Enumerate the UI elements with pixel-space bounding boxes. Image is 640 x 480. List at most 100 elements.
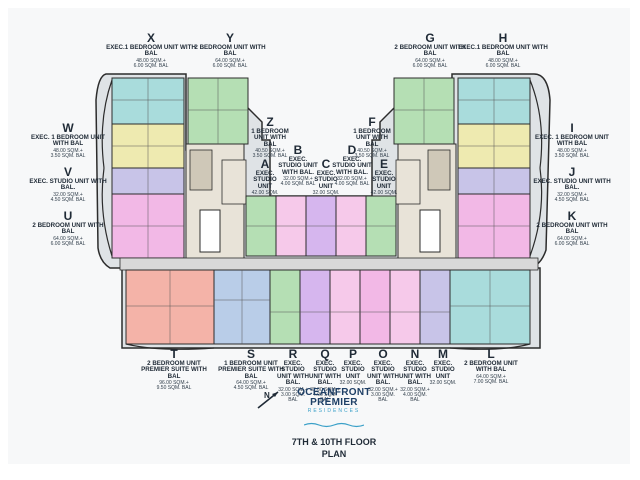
label-unit-n: N EXEC. STUDIO UNIT WITH BAL. 32.00 SQM.…	[398, 348, 432, 403]
unit-balcony: 4.50 SQM. BAL	[50, 196, 86, 203]
unit-balcony: 3.50 SQM. BAL	[554, 152, 590, 159]
stair-left	[189, 149, 213, 191]
unit-size: 64.00 SQM.+	[415, 57, 445, 64]
unit-name: EXEC. STUDIO UNIT WITH BAL.	[278, 155, 318, 176]
unit-balcony: 6.00 SQM. BAL	[412, 62, 448, 69]
label-unit-h: H EXEC.1 BEDROOM UNIT WITH BAL 48.00 SQM…	[458, 32, 548, 69]
unit-size: 32.00 SQM.	[429, 380, 457, 387]
label-unit-k: K 2 BEDROOM UNIT WITH BAL 64.00 SQM.+ 6.…	[532, 210, 612, 247]
unit-size: 42.00 SQM.	[251, 190, 279, 197]
label-unit-c: C EXEC. STUDIO UNIT 32.00 SQM.	[312, 158, 340, 196]
unit-name: EXEC. STUDIO UNIT	[341, 359, 365, 380]
balconies	[101, 79, 543, 350]
unit-o-area	[359, 269, 391, 345]
unit-size: 32.00 SQM.	[312, 190, 340, 197]
unit-name: EXEC. STUDIO UNIT	[253, 169, 277, 190]
unit-letter: T	[170, 347, 178, 361]
label-unit-f: F 1 BEDROOM UNIT WITH BAL 40.50 SQM.+ 3.…	[350, 116, 394, 160]
unit-name: 2 BEDROOM UNIT WITH BAL	[394, 43, 466, 58]
unit-name: EXEC. STUDIO UNIT WITH BAL.	[367, 359, 399, 387]
label-unit-i: I EXEC. 1 BEDROOM UNIT WITH BAL 48.00 SQ…	[532, 122, 612, 159]
unit-size: 32.00 SQM.+	[310, 386, 340, 393]
unit-letter: I	[570, 121, 574, 135]
room-partitions	[112, 78, 530, 344]
unit-balcony: 4.00 SQM. BAL	[334, 181, 370, 188]
label-unit-x: X EXEC.1 BEDROOM UNIT WITH BAL 48.00 SQM…	[106, 32, 196, 69]
compass-icon: N	[257, 391, 279, 409]
brand-line1: OCEANFRONT	[297, 387, 371, 398]
unit-balcony: 4.00 SQM. BAL	[313, 391, 337, 404]
unit-letter: R	[288, 347, 298, 361]
unit-letter: U	[63, 209, 73, 223]
unit-name: EXEC. STUDIO UNIT WITH BAL.	[277, 359, 309, 387]
unit-size: 64.00 SQM.+	[476, 373, 506, 380]
unit-size: 42.00 SQM.	[370, 190, 398, 197]
unit-balcony: 6.00 SQM. BAL	[50, 240, 86, 247]
label-unit-s: S 1 BEDROOM UNIT PREMIER SUITE WITH BAL …	[216, 348, 286, 392]
unit-size: 32.00 SQM.	[339, 380, 367, 387]
unit-name: EXEC.1 BEDROOM UNIT WITH BAL	[106, 43, 196, 58]
brand-logo: OCEANFRONT PREMIER RESIDENCES 7TH & 10TH…	[284, 387, 384, 460]
unit-name: EXEC. STUDIO UNIT	[314, 169, 338, 190]
unit-size: 64.00 SQM.+	[236, 380, 266, 387]
unit-balcony: 6.00 SQM. BAL	[133, 62, 169, 69]
unit-balcony: 3.00 SQM. BAL	[281, 391, 305, 404]
label-unit-e: E EXEC. STUDIO UNIT 42.00 SQM.	[368, 158, 400, 196]
elevator-right	[419, 209, 441, 253]
label-unit-j: J EXEC. STUDIO UNIT WITH BAL. 32.00 SQM.…	[532, 166, 612, 203]
label-unit-t: T 2 BEDROOM UNIT PREMIER SUITE WITH BAL …	[134, 348, 214, 392]
label-unit-p: P EXEC. STUDIO UNIT 32.00 SQM.	[338, 348, 368, 386]
unit-p-area	[329, 269, 361, 345]
unit-balcony: 9.50 SQM. BAL	[156, 385, 192, 392]
elevator-left	[199, 209, 221, 253]
unit-letter: P	[348, 347, 357, 361]
wave-icon	[303, 422, 365, 428]
label-unit-b: B EXEC. STUDIO UNIT WITH BAL. 32.00 SQM.…	[278, 144, 318, 188]
unit-name: EXEC. STUDIO UNIT	[431, 359, 455, 380]
unit-size: 32.00 SQM.+	[337, 176, 367, 183]
unit-name: 1 BEDROOM UNIT WITH BAL	[353, 127, 391, 148]
unit-size: 48.00 SQM.+	[488, 57, 518, 64]
unit-name: EXEC. STUDIO UNIT WITH BAL.	[533, 177, 611, 192]
label-unit-o: O EXEC. STUDIO UNIT WITH BAL. 32.00 SQM.…	[366, 348, 400, 403]
unit-name: 1 BEDROOM UNIT PREMIER SUITE WITH BAL	[218, 359, 284, 380]
unit-size: 48.00 SQM.+	[53, 147, 83, 154]
unit-letter: D	[347, 143, 357, 157]
unit-letter: G	[425, 31, 435, 45]
unit-balcony: 6.00 SQM. BAL	[212, 62, 248, 69]
label-unit-d: D EXEC. STUDIO UNIT WITH BAL. 32.00 SQM.…	[332, 144, 372, 188]
unit-size: 32.00 SQM.+	[283, 176, 313, 183]
label-unit-u: U 2 BEDROOM UNIT WITH BAL 64.00 SQM.+ 6.…	[28, 210, 108, 247]
unit-name: EXEC. STUDIO UNIT WITH BAL.	[309, 359, 341, 387]
unit-letter: X	[146, 31, 155, 45]
unit-letter: Y	[225, 31, 234, 45]
unit-f-area	[395, 159, 421, 205]
unit-letter: V	[63, 165, 72, 179]
unit-letter: C	[321, 157, 331, 171]
unit-r-area	[269, 269, 301, 345]
unit-balcony: 3.50 SQM. BAL	[50, 152, 86, 159]
lower-units	[125, 269, 531, 345]
unit-name: EXEC. STUDIO UNIT	[372, 169, 396, 190]
label-unit-q: Q EXEC. STUDIO UNIT WITH BAL. 32.00 SQM.…	[308, 348, 342, 403]
unit-letter: S	[246, 347, 255, 361]
unit-name: 2 BEDROOM UNIT WITH BAL	[464, 359, 518, 374]
unit-balcony: 7.00 SQM. BAL	[473, 378, 509, 385]
unit-size: 40.50 SQM.+	[255, 148, 285, 155]
unit-letter: N	[410, 347, 420, 361]
corridor	[119, 257, 539, 271]
unit-balcony: 6.00 SQM. BAL	[485, 62, 521, 69]
unit-letter: W	[62, 121, 74, 135]
unit-name: EXEC. STUDIO UNIT WITH BAL.	[29, 177, 107, 192]
unit-size: 64.00 SQM.+	[215, 57, 245, 64]
unit-balcony: 4.00 SQM. BAL	[403, 391, 427, 404]
unit-letter: Z	[266, 115, 274, 129]
unit-name: EXEC. 1 BEDROOM UNIT WITH BAL	[535, 133, 609, 148]
unit-size: 32.00 SQM.+	[53, 191, 83, 198]
unit-letter: A	[260, 157, 270, 171]
unit-size: 32.00 SQM.+	[368, 386, 398, 393]
label-unit-a: A EXEC. STUDIO UNIT 42.00 SQM.	[250, 158, 280, 196]
unit-letter: Q	[320, 347, 330, 361]
unit-size: 32.00 SQM.+	[278, 386, 308, 393]
unit-name: EXEC. 1 BEDROOM UNIT WITH BAL	[31, 133, 105, 148]
